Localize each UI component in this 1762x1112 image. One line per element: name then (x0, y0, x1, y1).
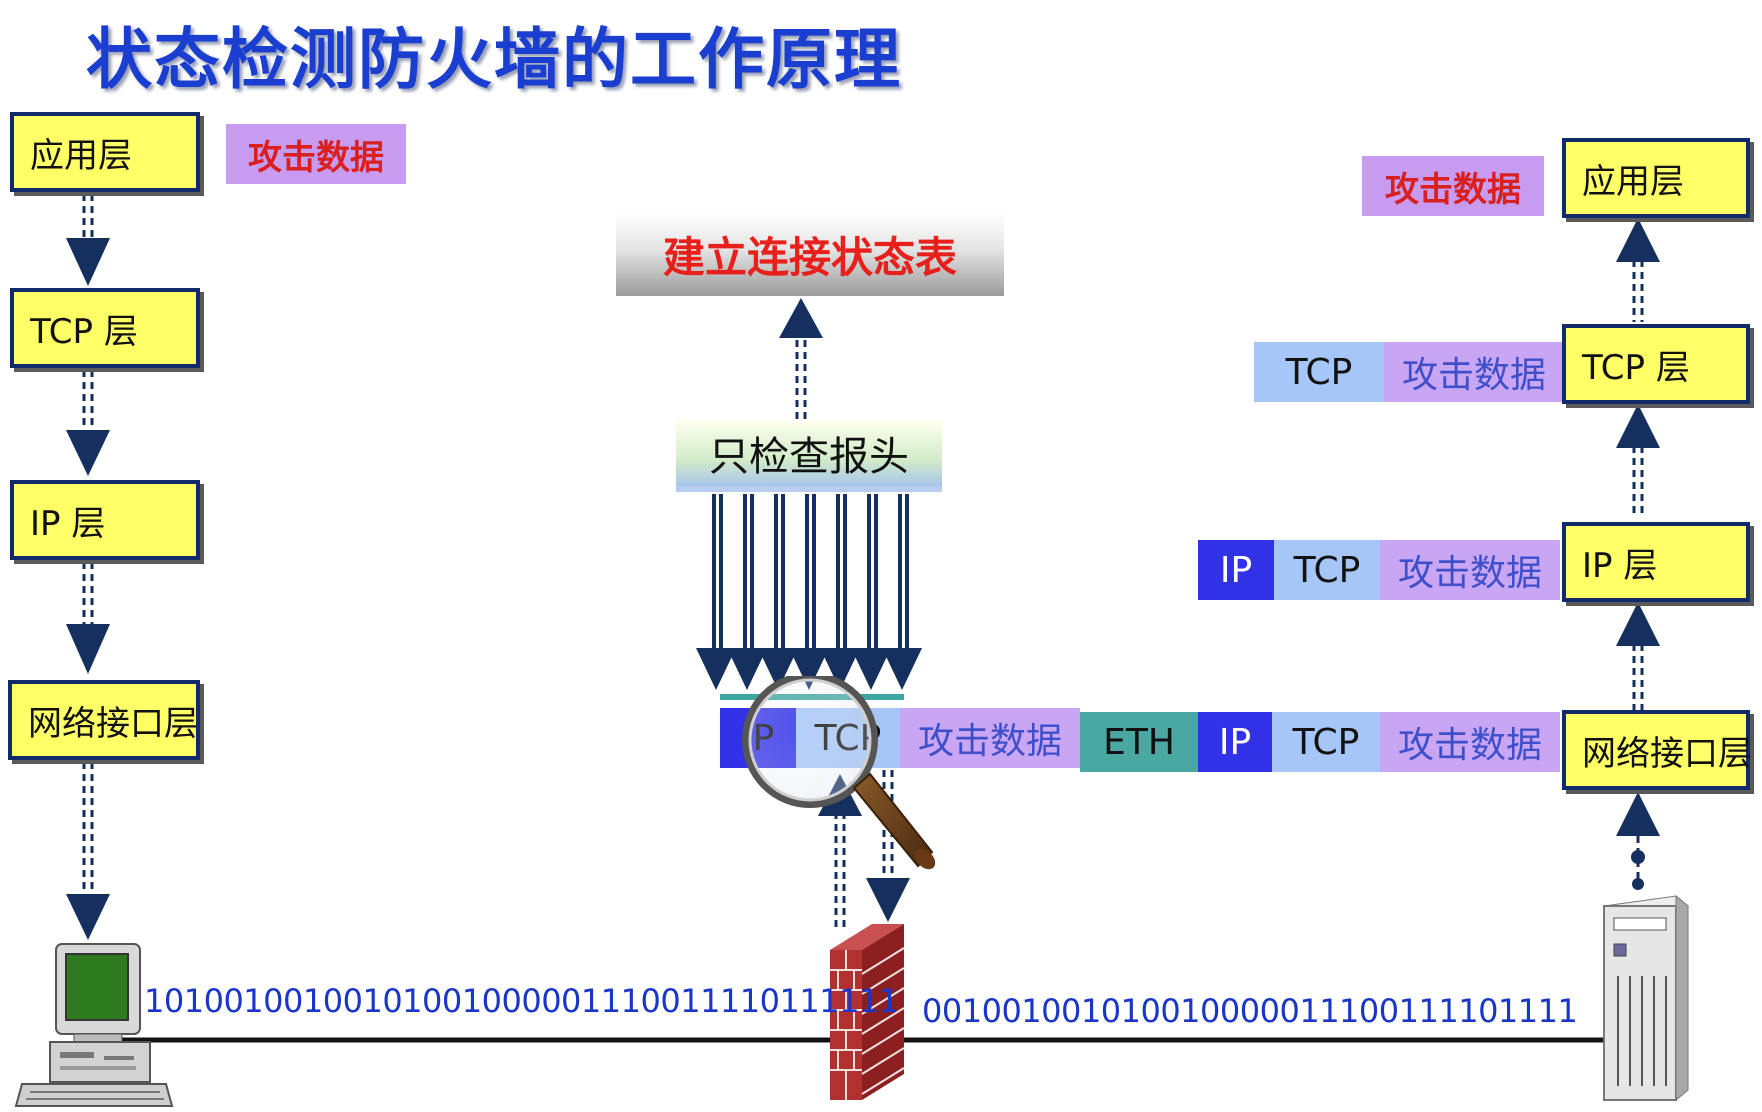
tcp-packet-attack-segment: 攻击数据 (1384, 342, 1564, 402)
page-title: 状态检测防火墙的工作原理 (86, 21, 902, 98)
left-stack-arrows (66, 194, 110, 940)
eth-packet-tcp-segment: TCP (1272, 712, 1380, 772)
inspect-header-label: 只检查报头 (676, 420, 942, 492)
inspected-attack-segment: 攻击数据 (900, 708, 1080, 768)
server-tower-icon (1602, 894, 1690, 1102)
eth-packet-eth-segment: ETH (1080, 712, 1198, 772)
bitstream-right: 001001001010010000011100111101111 (922, 992, 1578, 1030)
left-app-layer: 应用层 (10, 112, 200, 192)
bitstream-left: 10100100100101001000001110011110111111 (144, 982, 899, 1020)
ip-packet-attack-segment: 攻击数据 (1380, 540, 1560, 600)
left-ip-layer: IP 层 (10, 480, 200, 560)
tcp-packet-tcp-segment: TCP (1254, 342, 1384, 402)
left-tcp-layer: TCP 层 (10, 288, 200, 368)
ip-packet-ip-segment: IP (1198, 540, 1274, 600)
ip-packet-tcp-segment: TCP (1274, 540, 1380, 600)
state-table-label: 建立连接状态表 (616, 212, 1004, 296)
right-stack-arrows (1616, 218, 1660, 890)
magnifier-icon (742, 676, 936, 870)
left-attack-data: 攻击数据 (226, 124, 406, 184)
eth-packet-attack-segment: 攻击数据 (1380, 712, 1560, 772)
right-app-layer: 应用层 (1562, 138, 1750, 218)
right-tcp-layer: TCP 层 (1562, 324, 1750, 404)
state-table-arrow (779, 298, 823, 420)
brick-firewall-icon (830, 924, 905, 1100)
inspect-arrows (696, 494, 922, 690)
right-network-layer: 网络接口层 (1562, 710, 1752, 790)
left-network-layer: 网络接口层 (8, 680, 200, 760)
desktop-computer-icon (14, 943, 174, 1107)
eth-packet-ip-segment: IP (1198, 712, 1272, 772)
right-attack-data: 攻击数据 (1362, 156, 1544, 216)
right-ip-layer: IP 层 (1562, 522, 1750, 602)
